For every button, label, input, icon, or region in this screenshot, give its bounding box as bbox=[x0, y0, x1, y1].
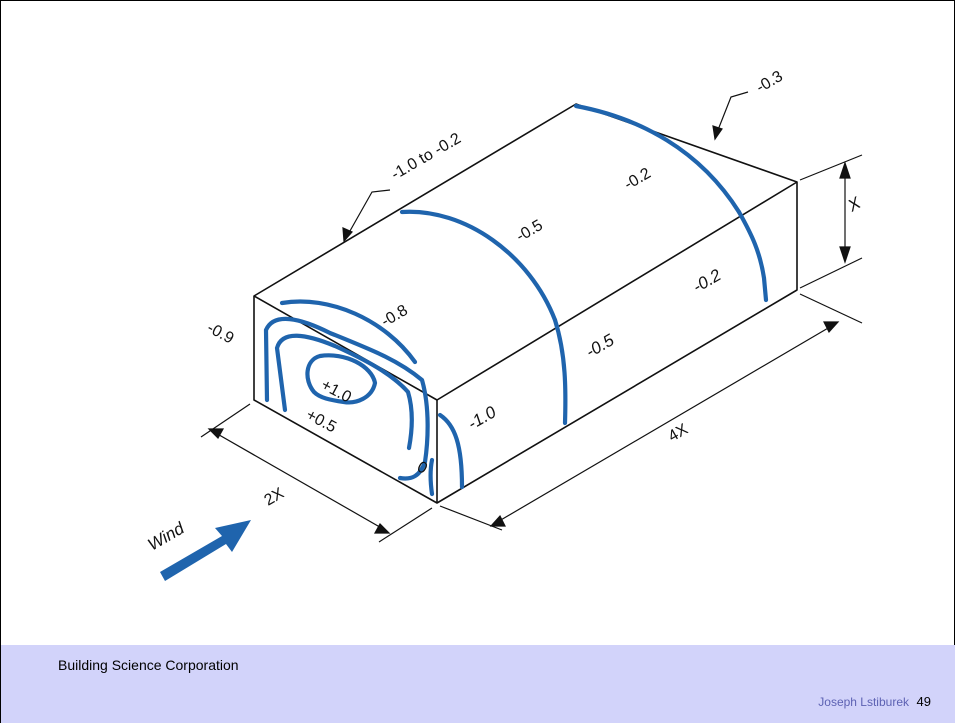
contour-roof-mid bbox=[399, 209, 558, 323]
label-roof-mid: -0.5 bbox=[514, 217, 546, 246]
contour-side-mid bbox=[552, 317, 568, 426]
footer-page-number: 49 bbox=[916, 694, 931, 709]
label-dim-length: 4X bbox=[666, 421, 692, 446]
label-top-range: -1.0 to -0.2 bbox=[389, 130, 465, 183]
label-face-ring: +0.5 bbox=[303, 407, 339, 437]
label-roof-front: -0.8 bbox=[379, 302, 411, 331]
contour-roof-front bbox=[279, 299, 418, 365]
contour-side-front bbox=[437, 412, 465, 490]
footer-bar: Building Science Corporation Joseph Lsti… bbox=[1, 645, 955, 723]
contour-face-outer bbox=[263, 316, 430, 481]
label-side-mid: -0.5 bbox=[583, 330, 618, 361]
dimension-lines bbox=[200, 91, 863, 543]
contour-face-corner bbox=[428, 457, 435, 497]
label-wind: Wind bbox=[145, 518, 188, 554]
contour-side-back bbox=[736, 209, 769, 303]
label-end-corner: -0.9 bbox=[204, 320, 236, 348]
building-outline bbox=[253, 103, 798, 504]
label-roof-back: -0.2 bbox=[622, 165, 654, 194]
contour-roof-back bbox=[573, 103, 742, 215]
pressure-contours bbox=[263, 103, 769, 497]
contour-face-mid bbox=[274, 333, 414, 451]
wind-pressure-diagram: -1.0 to -0.2 -0.3 -0.9 -0.8 -0.5 -0.2 -1… bbox=[145, 68, 865, 581]
label-dim-width: 2X bbox=[262, 485, 288, 510]
label-top-far: -0.3 bbox=[754, 68, 786, 97]
footer-organization: Building Science Corporation bbox=[58, 657, 239, 673]
contour-face-inner bbox=[305, 353, 378, 405]
wind-arrow bbox=[160, 520, 251, 581]
label-dim-height: X bbox=[844, 193, 865, 216]
label-side-front: -1.0 bbox=[465, 402, 500, 433]
pressure-labels: -1.0 to -0.2 -0.3 -0.9 -0.8 -0.5 -0.2 -1… bbox=[145, 68, 865, 555]
footer-author: Joseph Lstiburek bbox=[818, 695, 909, 709]
label-side-back: -0.2 bbox=[690, 265, 725, 296]
